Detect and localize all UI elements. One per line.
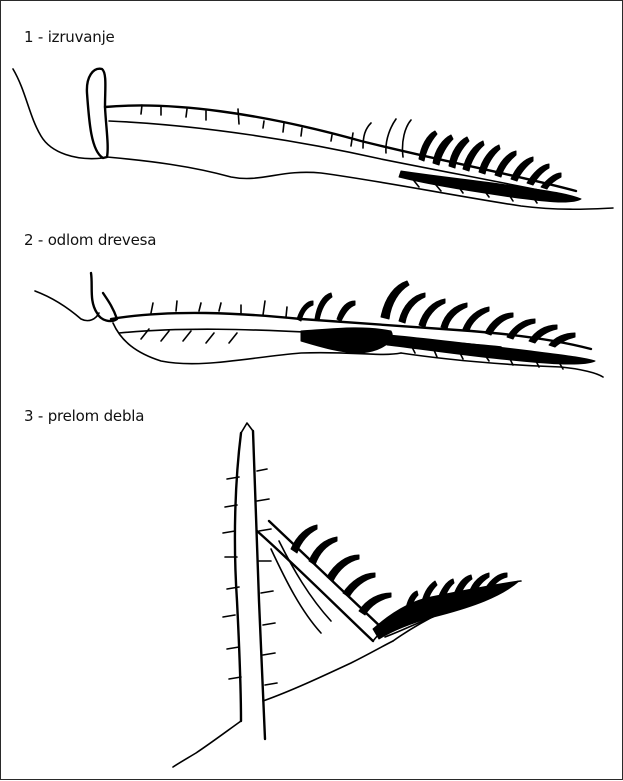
uprooting-drawing — [13, 69, 613, 210]
snapped-tree-drawing — [35, 273, 603, 377]
trunk-break-drawing — [173, 423, 521, 767]
